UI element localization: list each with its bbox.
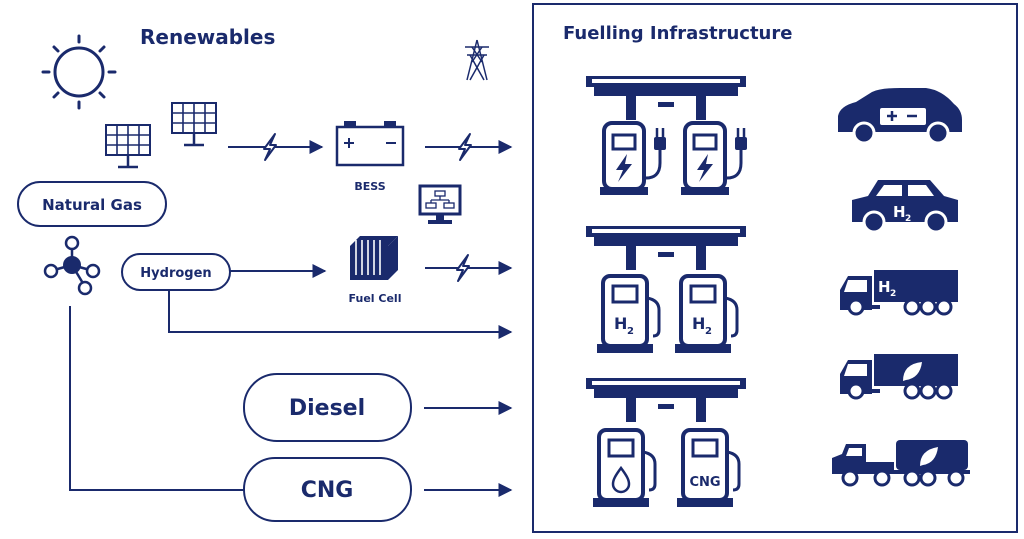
battery-icon xyxy=(335,121,405,167)
svg-text:CNG: CNG xyxy=(689,475,720,490)
ev-charger-icon xyxy=(598,121,668,197)
svg-text:H: H xyxy=(878,278,891,296)
svg-text:2: 2 xyxy=(627,326,634,337)
solar-panel-icon xyxy=(170,101,218,147)
hydrogen-truck-icon: H 2 xyxy=(840,270,958,316)
svg-text:H: H xyxy=(692,314,705,333)
lightning-icon xyxy=(263,133,277,161)
power-pylon-icon xyxy=(465,39,489,81)
station-canopy-hydrogen xyxy=(586,226,746,270)
fuel-cell-icon xyxy=(350,236,398,280)
hydrogen-pump-icon: H 2 xyxy=(673,274,739,355)
natural-gas-label: Natural Gas xyxy=(42,196,142,214)
lng-tanker-truck-icon xyxy=(832,440,970,487)
hydrogen-car-icon: H 2 xyxy=(852,180,958,234)
station-canopy-electric xyxy=(586,76,746,120)
svg-text:H: H xyxy=(893,203,906,221)
sun-icon xyxy=(41,34,117,110)
renewables-label: Renewables xyxy=(140,25,275,49)
fuelling-infrastructure-box xyxy=(532,3,1018,533)
cng-label: CNG xyxy=(301,478,354,503)
svg-text:H: H xyxy=(614,314,627,333)
molecule-icon xyxy=(43,235,101,296)
monitor-icon xyxy=(418,184,462,224)
fuelling-infrastructure-title: Fuelling Infrastructure xyxy=(563,23,792,44)
hydrogen-label: Hydrogen xyxy=(140,266,211,281)
hydrogen-pump-icon: H 2 xyxy=(595,274,661,355)
cng-pill xyxy=(243,457,412,522)
lightning-icon xyxy=(456,254,470,282)
ev-charger-icon xyxy=(679,121,749,197)
svg-text:2: 2 xyxy=(705,326,712,337)
fuel-cell-label: Fuel Cell xyxy=(349,292,402,305)
lightning-icon xyxy=(458,133,472,161)
diesel-pump-icon xyxy=(591,428,657,509)
diesel-label: Diesel xyxy=(289,396,365,421)
natural-gas-pill xyxy=(17,181,167,227)
diesel-pill xyxy=(243,373,412,442)
svg-text:2: 2 xyxy=(905,214,911,224)
bess-label: BESS xyxy=(354,180,385,193)
electric-car-icon xyxy=(838,88,962,145)
natural-gas-to-cng-line xyxy=(69,306,244,491)
solar-panel-icon xyxy=(104,123,152,169)
hydrogen-to-infrastructure-arrow xyxy=(168,290,513,339)
station-canopy-fuel xyxy=(586,378,746,422)
green-truck-icon xyxy=(840,354,958,400)
cng-pump-icon: CNG xyxy=(675,428,741,509)
svg-text:2: 2 xyxy=(890,289,896,299)
